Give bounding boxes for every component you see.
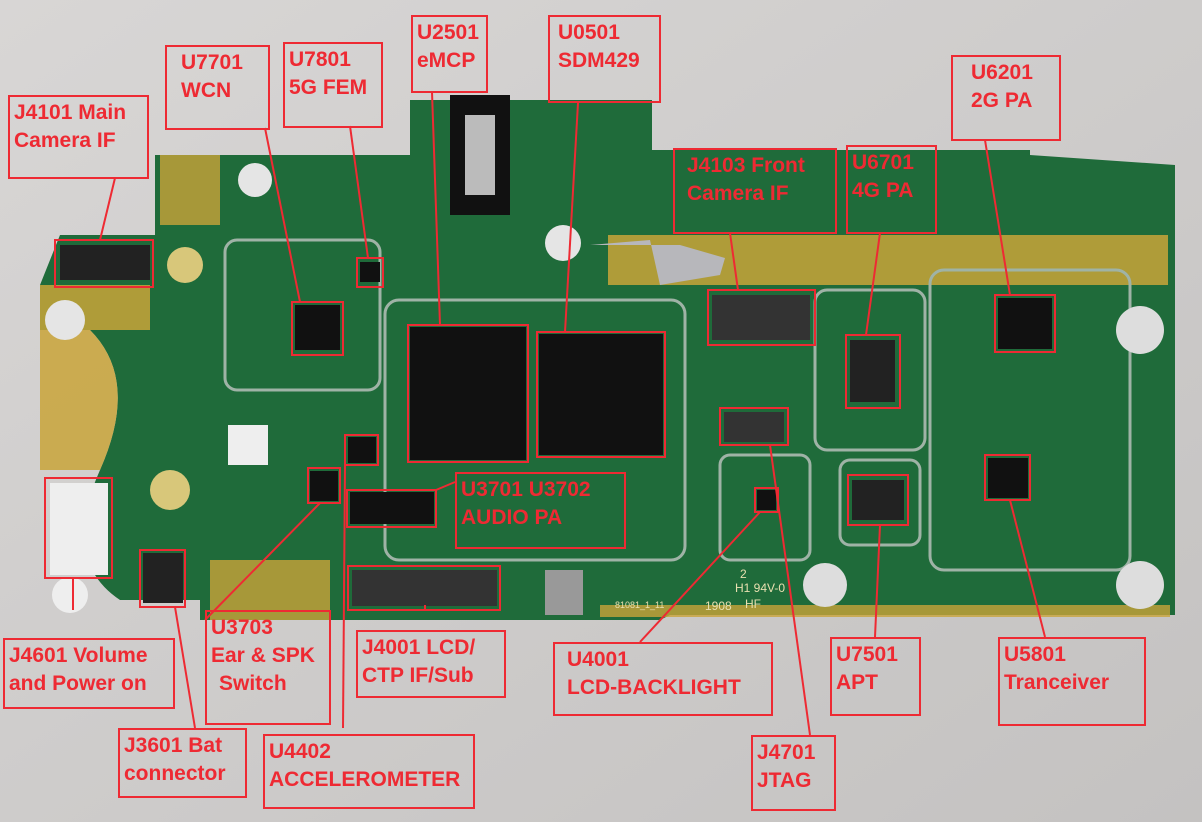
- label-j4001: J4001 LCD/CTP IF/Sub: [356, 630, 506, 698]
- label-line: U6201: [971, 61, 1033, 84]
- label-line: U5801: [1004, 643, 1066, 666]
- board-serial-text: 81081_1_11: [615, 600, 664, 610]
- label-u6701: U6701 4G PA: [846, 145, 937, 234]
- label-line: U3701 U3702: [461, 478, 591, 501]
- label-line: U7701: [181, 51, 243, 74]
- label-line: eMCP: [417, 49, 476, 72]
- component-highlight-boxes: [44, 239, 1056, 611]
- label-j4601: J4601 Volume and Power on: [3, 638, 175, 709]
- label-line: Camera IF: [687, 182, 789, 205]
- label-line: 5G FEM: [289, 76, 368, 99]
- label-line: ACCELEROMETER: [269, 768, 461, 791]
- label-line: Ear & SPK: [211, 644, 315, 667]
- label-line: AUDIO PA: [461, 506, 563, 529]
- label-line: APT: [836, 671, 878, 694]
- board-rev-text: 2: [740, 567, 747, 581]
- label-line: J4701: [757, 741, 816, 764]
- label-line: J4103 Front: [687, 154, 805, 177]
- label-j3601: J3601 Bat connector: [118, 728, 247, 798]
- label-line: U0501: [558, 21, 620, 44]
- board-mark-text: HF: [745, 597, 761, 611]
- label-line: WCN: [181, 79, 232, 102]
- label-line: and Power on: [9, 672, 147, 695]
- label-line: LCD-BACKLIGHT: [567, 676, 741, 699]
- label-line: Switch: [219, 672, 287, 695]
- label-line: 2G PA: [971, 89, 1033, 112]
- label-line: J4601 Volume: [9, 644, 148, 667]
- label-line: SDM429: [558, 49, 640, 72]
- label-line: J3601 Bat: [124, 734, 223, 757]
- label-line: J4001 LCD/: [362, 636, 476, 659]
- label-line: CTP IF/Sub: [362, 664, 474, 687]
- label-line: U4402: [269, 740, 331, 763]
- label-u2501: U2501 eMCP: [411, 15, 488, 93]
- label-u6201: U6201 2G PA: [951, 55, 1061, 141]
- label-line: U4001: [567, 648, 629, 671]
- label-line: J4101 Main: [14, 101, 127, 124]
- leader-lines: [72, 91, 1046, 736]
- board-silkscreen: 2 H1 94V-0 1908 HF 81081_1_11: [615, 567, 785, 613]
- label-line: connector: [124, 762, 226, 785]
- label-line: U7501: [836, 643, 898, 666]
- label-line: 4G PA: [852, 179, 914, 202]
- label-line: Tranceiver: [1004, 671, 1110, 694]
- label-line: U2501: [417, 21, 479, 44]
- label-line: JTAG: [757, 769, 812, 792]
- board-code-text: H1 94V-0: [735, 581, 785, 595]
- label-line: Camera IF: [14, 129, 116, 152]
- label-line: U3703: [211, 616, 273, 639]
- label-line: U6701: [852, 151, 914, 174]
- label-line: U7801: [289, 48, 351, 71]
- label-u7801: U7801 5G FEM: [283, 42, 383, 128]
- board-date-text: 1908: [705, 599, 732, 613]
